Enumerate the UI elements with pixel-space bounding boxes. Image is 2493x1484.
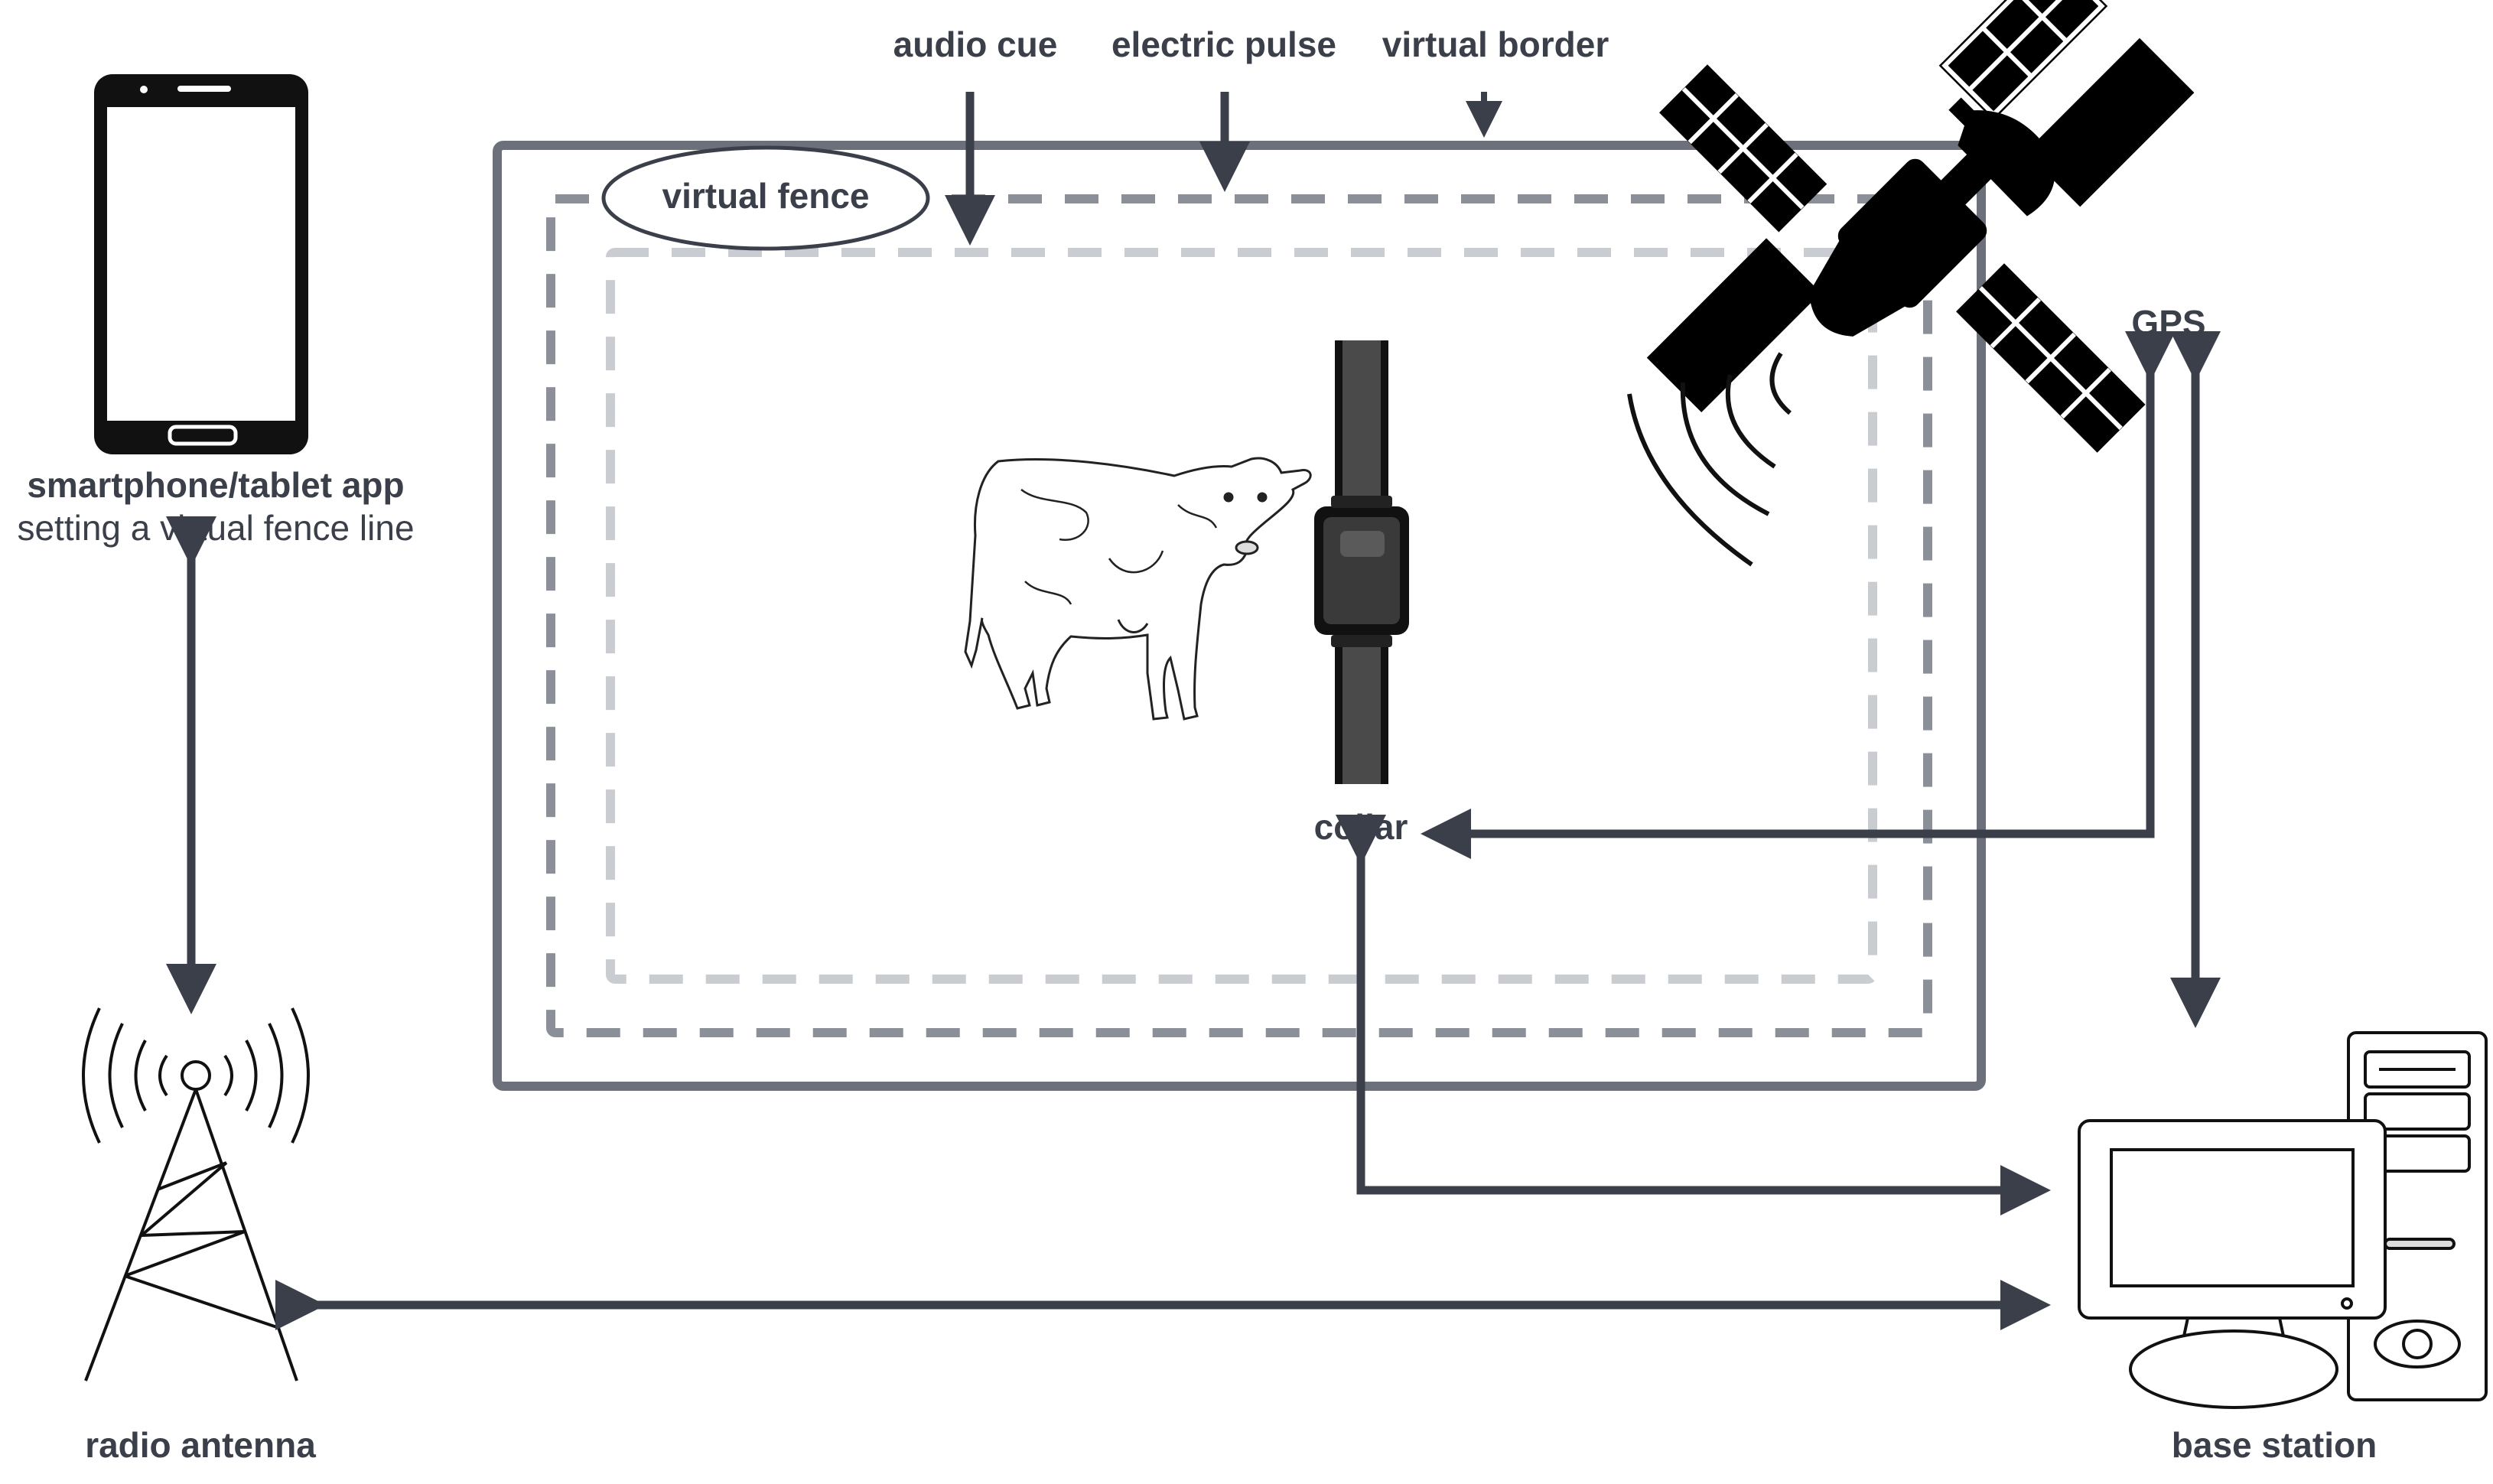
base-station-label: base station: [2172, 1425, 2377, 1465]
gps-label: GPS: [2131, 303, 2205, 343]
virtual-fence-text: virtual fence: [662, 176, 870, 216]
gps-collar-arrow: [1421, 331, 2176, 859]
collar-base-arrow: [1336, 815, 2051, 1216]
collar-label: collar: [1314, 807, 1408, 847]
virtual-fence-label: virtual fence: [601, 145, 930, 251]
electric-pulse-label: electric pulse: [1111, 24, 1336, 64]
app-subtitle: setting a virtual fence line: [17, 508, 414, 548]
satellite-icon: [1646, 0, 2195, 453]
audio-cue-zone-rect: [606, 248, 1877, 984]
collar-icon: [1314, 340, 1409, 784]
radio-tower-icon: [82, 1007, 310, 1381]
smartphone-icon: [94, 74, 308, 454]
radio-antenna-label: radio antenna: [85, 1425, 316, 1465]
virtual-border-label: virtual border: [1382, 24, 1609, 64]
cow-icon: [964, 457, 1312, 721]
app-title: smartphone/tablet app: [27, 465, 404, 505]
desktop-computer-icon: [2078, 1031, 2488, 1409]
audio-cue-label: audio cue: [893, 24, 1058, 64]
